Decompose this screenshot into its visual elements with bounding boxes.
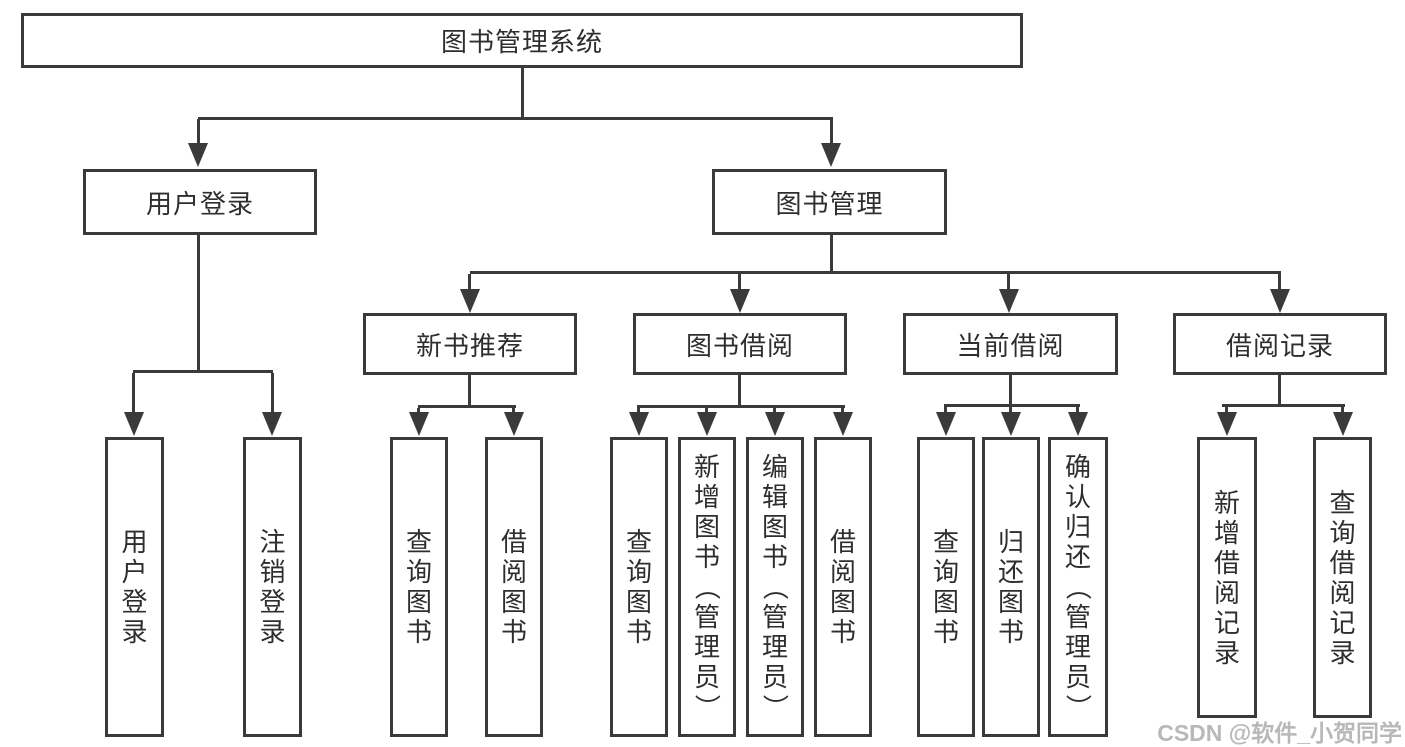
connector-leaf-shaft (1341, 407, 1344, 415)
connector-leaf-shaft (271, 373, 274, 414)
arrowhead-down-icon (262, 412, 282, 436)
node-label: 新书推荐 (415, 330, 524, 361)
arrowhead-down-icon (1333, 412, 1353, 436)
node-label: 借阅记录 (1225, 330, 1334, 361)
arrowhead-down-icon (730, 289, 750, 313)
node-current-borrowing: 当前借阅 (903, 313, 1118, 375)
csdn-watermark: CSDN @软件_小贺同学 (1157, 720, 1402, 746)
connector-leaf-shaft (705, 408, 708, 415)
arrowhead-down-icon (188, 143, 208, 167)
node-borrowing-records: 借阅记录 (1173, 313, 1387, 375)
connector-level3-bar (470, 271, 1281, 274)
leaf-query-borrow-record: 查询借阅记录 (1313, 437, 1372, 718)
connector-leaf-shaft (512, 408, 515, 415)
connector-current-drop (1009, 375, 1012, 406)
connector-leaf-shaft (1007, 274, 1010, 290)
node-book-management: 图书管理 (712, 169, 947, 235)
connector-current-bar (944, 404, 1080, 407)
leaf-query-books: 查询图书 (610, 437, 668, 737)
connector-book-mgmt-shaft (830, 119, 833, 146)
node-label: 当前借阅 (956, 330, 1065, 361)
arrowhead-down-icon (1068, 412, 1088, 436)
connector-leaf-shaft (468, 274, 471, 290)
arrowhead-down-icon (821, 143, 841, 167)
connector-leaf-shaft (1009, 407, 1012, 415)
connector-leaf-shaft (1225, 407, 1228, 415)
node-book-borrowing: 图书借阅 (633, 313, 847, 375)
leaf-borrow-books: 借阅图书 (814, 437, 872, 737)
arrowhead-down-icon (999, 289, 1019, 313)
connector-leaf-shaft (1278, 274, 1281, 290)
connector-records-bar (1222, 404, 1345, 407)
node-label: 用户登录 (145, 188, 254, 219)
connector-leaf-shaft (637, 408, 640, 415)
connector-leaf-shaft (1076, 407, 1079, 415)
arrowhead-down-icon (409, 412, 429, 436)
connector-borrowing-bar (637, 405, 845, 408)
connector-leaf-shaft (417, 408, 420, 415)
node-label: 图书借阅 (685, 330, 794, 361)
connector-user-login-shaft (197, 119, 200, 146)
arrowhead-down-icon (629, 412, 649, 436)
connector-records-drop (1278, 375, 1281, 406)
leaf-logout: 注销登录 (243, 437, 302, 737)
connector-recommend-bar (418, 405, 516, 408)
connector-user-branch-bar (133, 370, 273, 373)
connector-leaf-shaft (944, 407, 947, 415)
leaf-user-login: 用户登录 (105, 437, 164, 737)
connector-leaf-shaft (773, 408, 776, 415)
leaf-query-books: 查询图书 (390, 437, 448, 737)
leaf-return-books: 归还图书 (982, 437, 1040, 737)
connector-user-branch-drop (197, 235, 200, 372)
arrowhead-down-icon (697, 412, 717, 436)
connector-borrowing-drop (738, 375, 741, 407)
connector-leaf-shaft (738, 274, 741, 290)
node-library-management-system: 图书管理系统 (21, 13, 1023, 68)
leaf-borrow-books: 借阅图书 (485, 437, 543, 737)
connector-mgmt-branch-drop (830, 235, 833, 273)
arrowhead-down-icon (833, 412, 853, 436)
arrowhead-down-icon (124, 412, 144, 436)
connector-recommend-drop (468, 375, 471, 407)
connector-leaf-shaft (132, 373, 135, 414)
leaf-add-borrow-record: 新增借阅记录 (1197, 437, 1257, 718)
arrowhead-down-icon (460, 289, 480, 313)
leaf-query-books: 查询图书 (917, 437, 975, 737)
leaf-confirm-return-admin: 确认归还（管理员） (1048, 437, 1108, 737)
arrowhead-down-icon (1270, 289, 1290, 313)
node-new-book-recommend: 新书推荐 (363, 313, 577, 375)
node-label: 图书管理系统 (440, 27, 603, 57)
connector-level2-bar (198, 117, 833, 120)
leaf-add-books-admin: 新增图书（管理员） (678, 437, 736, 737)
node-label: 图书管理 (775, 188, 884, 219)
leaf-edit-books-admin: 编辑图书（管理员） (746, 437, 804, 737)
arrowhead-down-icon (1217, 412, 1237, 436)
node-user-login: 用户登录 (83, 169, 317, 235)
arrowhead-down-icon (765, 412, 785, 436)
arrowhead-down-icon (1001, 412, 1021, 436)
arrowhead-down-icon (936, 412, 956, 436)
arrowhead-down-icon (504, 412, 524, 436)
connector-leaf-shaft (841, 408, 844, 415)
connector-root-drop (521, 68, 524, 118)
